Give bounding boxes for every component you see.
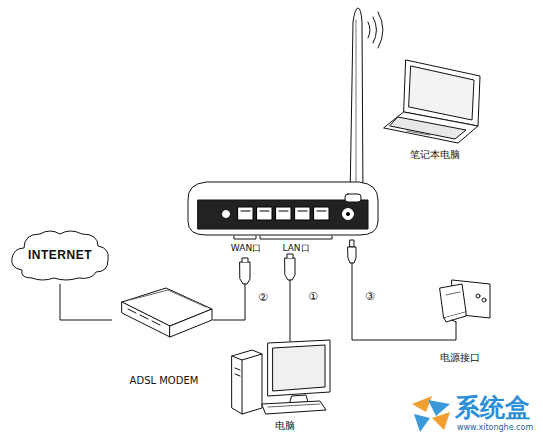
internet-cloud: INTERNET — [8, 226, 112, 284]
ports — [238, 207, 329, 220]
reset-button — [223, 211, 230, 218]
device-label: 电脑 — [273, 420, 297, 432]
modem-node: ADSL MODEM — [112, 284, 216, 388]
power-cable — [352, 263, 456, 340]
power-node: 电源接口 — [425, 275, 495, 365]
wireless-waves — [368, 12, 383, 48]
cloud-label: INTERNET — [26, 248, 94, 262]
callout-number: ③ — [365, 291, 375, 304]
watermark-url: www.xitonghe.com — [457, 423, 533, 432]
antenna — [350, 8, 363, 200]
antenna-shade — [356, 20, 357, 195]
device-label: 电源接口 — [438, 352, 482, 364]
laptop-node: 笔记本电脑 — [380, 52, 490, 162]
back-panel — [198, 200, 368, 229]
cable-line — [60, 284, 112, 320]
adapter-illustration — [440, 280, 490, 322]
callout-number: ① — [308, 291, 318, 304]
power-port — [343, 209, 354, 220]
antenna-base — [345, 194, 361, 202]
port-label: LAN口 — [282, 243, 309, 253]
wan-bracket — [234, 236, 256, 239]
device-label: ADSL MODEM — [128, 375, 201, 387]
lan-bracket — [260, 236, 332, 239]
lan-cable — [290, 280, 291, 341]
computer-illustration — [232, 340, 330, 414]
device-label: 笔记本电脑 — [408, 149, 462, 161]
rj45-plugs — [240, 254, 295, 284]
port-pins — [241, 211, 326, 212]
callout-number: ② — [258, 292, 268, 305]
watermark: 系统盒 — [455, 394, 530, 423]
laptop-illustration — [384, 60, 480, 143]
port-label: WAN口 — [231, 243, 261, 253]
modem-illustration — [122, 288, 212, 337]
computer-node: 电脑 — [225, 335, 345, 433]
router-body — [188, 182, 378, 235]
watermark-logo — [412, 396, 450, 432]
wan-cable — [213, 284, 245, 320]
dc-plug — [348, 240, 356, 263]
power-pin — [346, 212, 349, 215]
cloud-path — [12, 231, 109, 280]
